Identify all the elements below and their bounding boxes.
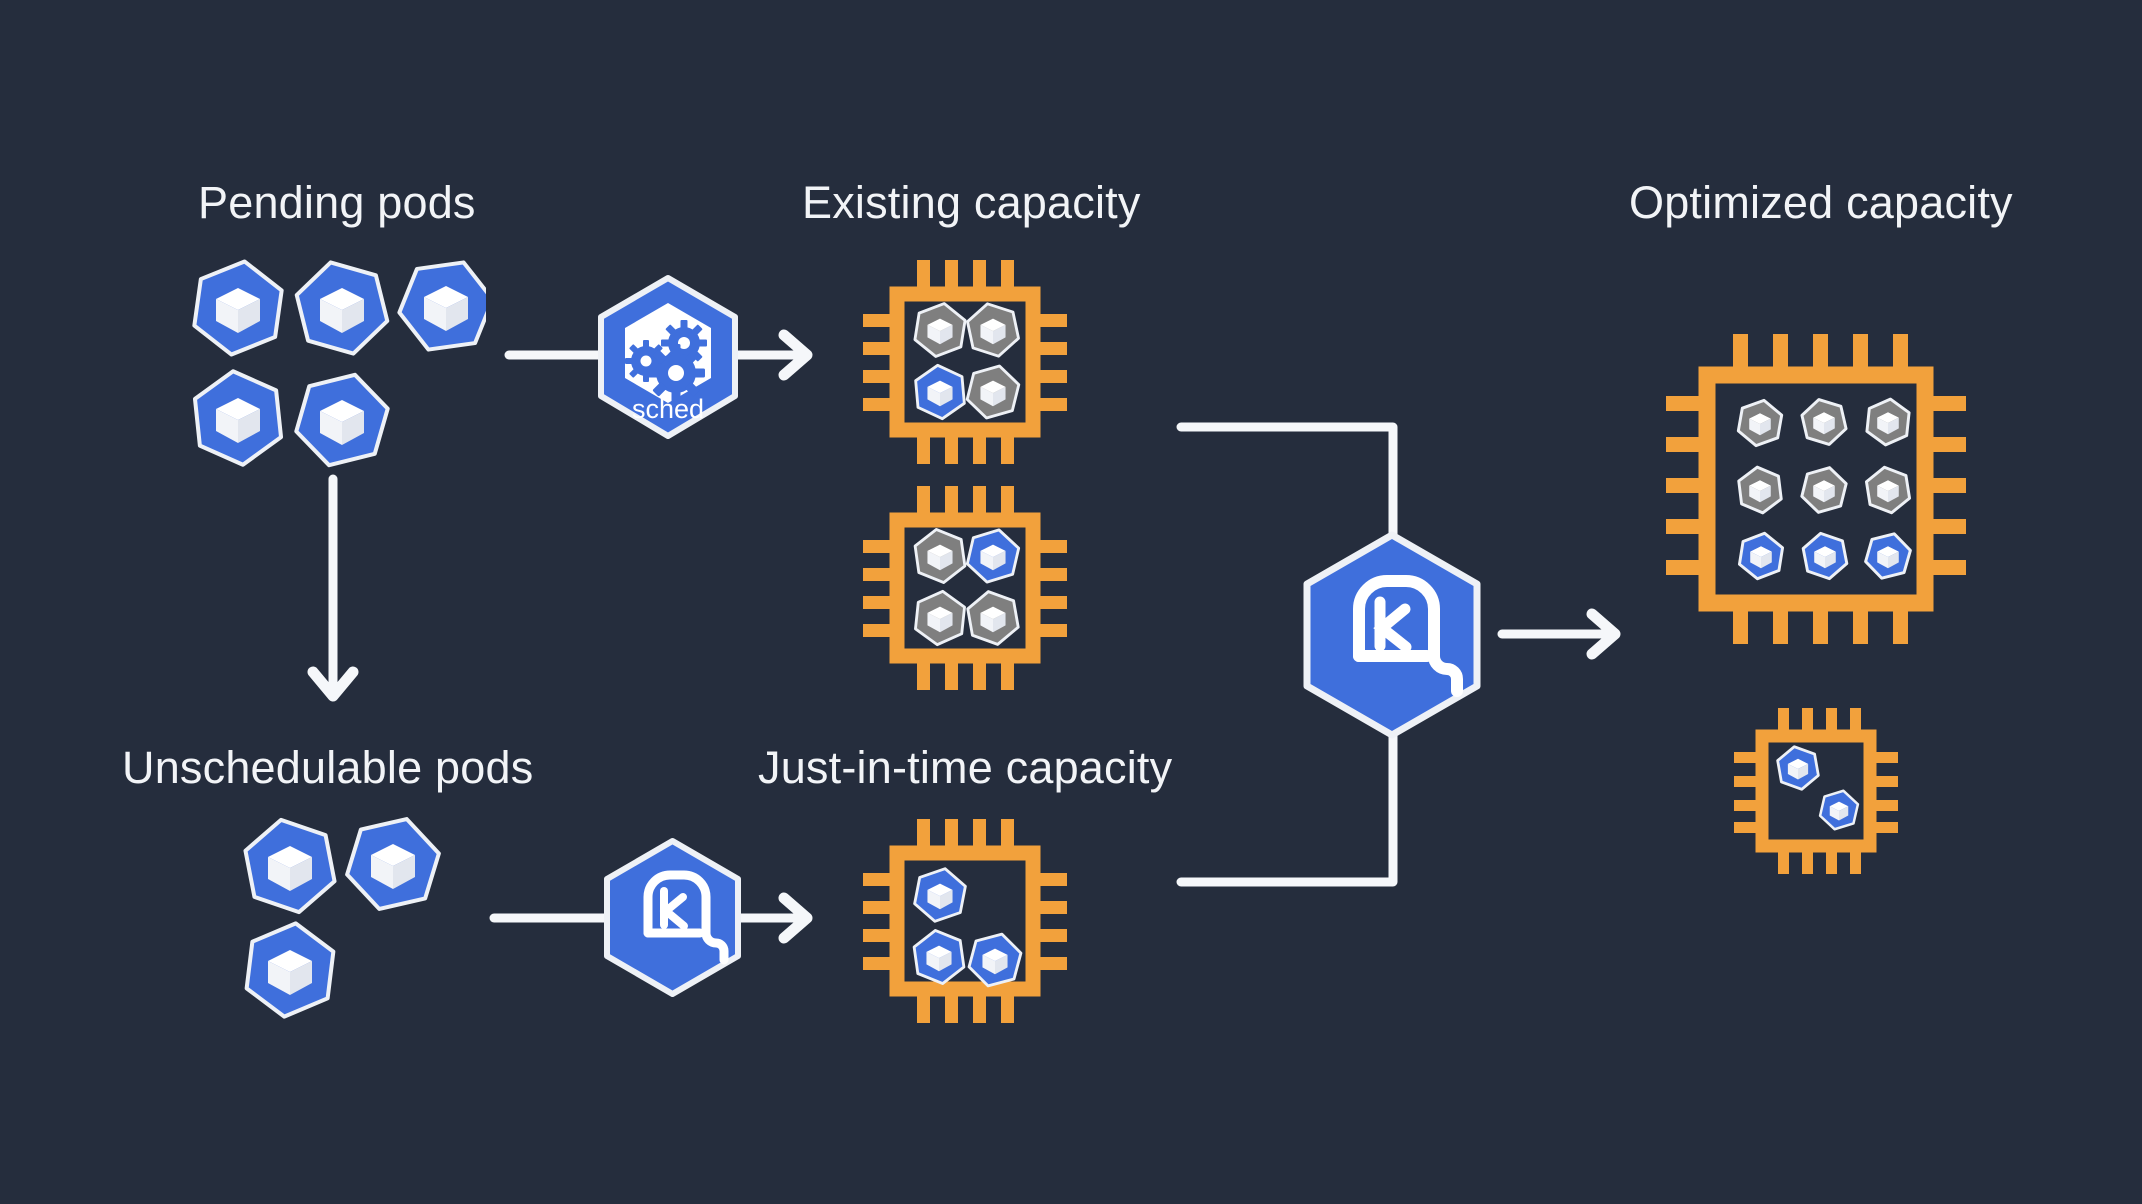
pod-icon xyxy=(1864,532,1912,580)
karpenter-logo-icon xyxy=(1303,531,1481,739)
karpenter-logo-icon xyxy=(604,838,741,997)
gears-icon: sched xyxy=(598,275,738,439)
pod-icon xyxy=(965,528,1021,584)
pod-icon xyxy=(912,929,966,985)
unschedulable-pods-group xyxy=(238,810,458,1030)
label-existing-capacity: Existing capacity xyxy=(802,177,1141,228)
karpenter-node-main[interactable] xyxy=(1285,530,1500,740)
karpenter-node-jit[interactable] xyxy=(590,835,755,1000)
arrow-karpenter-to-optimized xyxy=(1497,608,1621,660)
pod-icon xyxy=(192,259,284,357)
arrow-pending-to-unschedulable xyxy=(307,474,359,702)
pod-icon xyxy=(294,372,390,468)
pod-icon xyxy=(1737,531,1785,581)
label-pending-pods: Pending pods xyxy=(198,177,476,228)
pod-icon xyxy=(965,364,1021,420)
scheduler-node[interactable]: sched xyxy=(583,270,753,445)
pod-icon xyxy=(1864,465,1912,515)
pod-icon xyxy=(397,260,495,352)
pod-icon xyxy=(1800,398,1848,446)
pod-icon xyxy=(1801,531,1849,581)
pod-icon xyxy=(243,817,337,915)
label-unschedulable-pods: Unschedulable pods xyxy=(122,742,534,793)
existing-capacity-chip-1[interactable] xyxy=(855,252,1075,472)
bracket-jit-to-karpenter xyxy=(1176,731,1398,887)
pod-icon xyxy=(1736,398,1784,448)
scheduler-caption: sched xyxy=(632,394,704,424)
pod-icon xyxy=(913,528,967,584)
pod-icon xyxy=(967,932,1023,988)
pod-icon xyxy=(1800,466,1848,514)
pod-icon xyxy=(1865,397,1911,447)
pod-icon xyxy=(294,260,390,356)
pod-icon xyxy=(914,589,966,647)
optimized-capacity-chip-small[interactable] xyxy=(1722,702,1907,882)
pod-icon xyxy=(1818,789,1860,831)
pod-icon xyxy=(966,302,1020,358)
pod-icon xyxy=(345,817,441,911)
optimized-capacity-chip-large[interactable] xyxy=(1645,330,1985,650)
pod-icon xyxy=(914,363,966,421)
pod-icon xyxy=(1776,745,1820,791)
existing-capacity-chip-2[interactable] xyxy=(855,478,1075,698)
pod-icon xyxy=(1737,465,1783,515)
label-optimized-capacity: Optimized capacity xyxy=(1629,177,2013,228)
label-just-in-time-capacity: Just-in-time capacity xyxy=(758,742,1173,793)
pod-icon xyxy=(913,302,967,358)
pod-icon xyxy=(966,590,1020,646)
pod-icon xyxy=(913,867,967,923)
pod-icon xyxy=(244,921,336,1019)
just-in-time-capacity-chip[interactable] xyxy=(855,805,1075,1035)
pending-pods-group xyxy=(186,252,495,472)
pod-icon xyxy=(192,369,284,467)
